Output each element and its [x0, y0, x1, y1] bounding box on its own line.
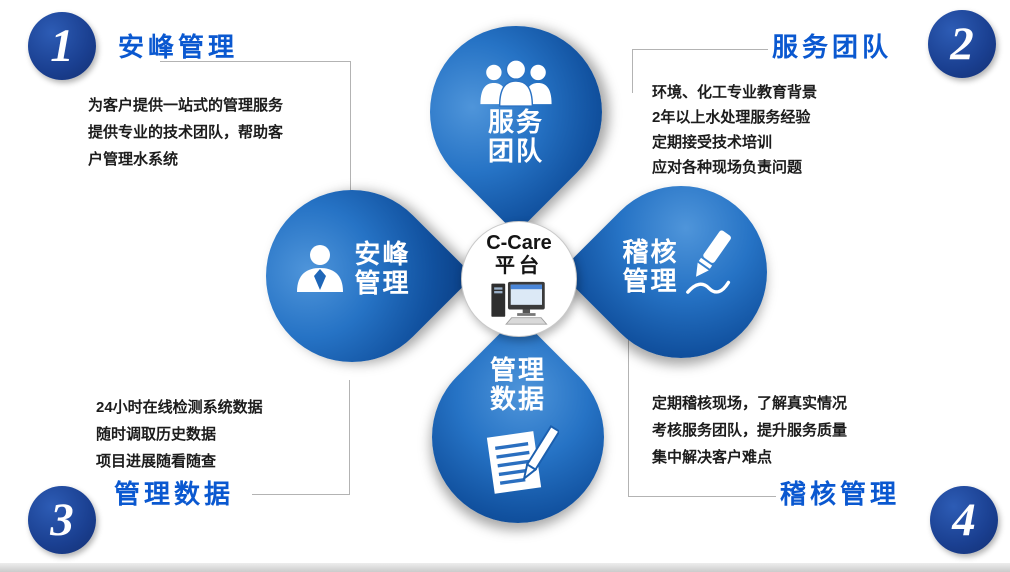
text-line: 集中解决客户难点: [652, 449, 773, 466]
petal-label-line: 管理: [489, 355, 546, 385]
description-service-team: 环境、化工专业教育背景 2年以上水处理服务经验 定期接受技术培训 应对各种现场负…: [652, 80, 817, 180]
text-line: 随时调取历史数据: [96, 426, 217, 443]
connector-line: [252, 494, 350, 495]
text-line: 考核服务团队，提升服务质量: [652, 422, 848, 439]
petal-label: 服务 团队: [487, 106, 544, 166]
petal-label: 稽核 管理: [622, 236, 679, 296]
description-audit-management: 定期稽核现场，了解真实情况 考核服务团队，提升服务质量 集中解决客户难点: [652, 390, 847, 471]
petal-content-audit-management: 稽核 管理: [595, 186, 767, 358]
connector-line: [628, 335, 629, 497]
desktop-computer-icon: [489, 280, 549, 326]
center-brand-text: C-Care: [486, 232, 552, 254]
text-line: 定期接受技术培训: [652, 134, 773, 151]
step-number: 2: [950, 18, 974, 70]
petal-label-line: 服务: [487, 106, 544, 137]
center-platform-text: 平台: [495, 255, 543, 277]
text-line: 2年以上水处理服务经验: [652, 109, 811, 126]
connector-line: [350, 61, 351, 191]
person-icon: [293, 242, 347, 296]
description-management-data: 24小时在线检测系统数据 随时调取历史数据 项目进展随看随查: [96, 394, 263, 475]
text-line: 24小时在线检测系统数据: [96, 399, 263, 416]
text-line: 应对各种现场负责问题: [652, 159, 803, 176]
step-badge-1: 1: [28, 12, 96, 80]
section-title-audit-management: 稽核管理: [780, 479, 901, 509]
petal-label-line: 稽核: [622, 236, 679, 267]
petal-label-line: 管理: [622, 266, 679, 296]
connector-line: [628, 496, 776, 497]
footer-strip: [0, 563, 1010, 572]
petal-label-line: 安峰: [354, 238, 411, 269]
section-title-management-data: 管理数据: [114, 479, 235, 509]
section-title-service-team: 服务团队: [772, 32, 893, 62]
text-line: 提供专业的技术团队，帮助客: [88, 124, 284, 141]
text-line: 户管理水系统: [88, 151, 179, 168]
description-anfeng-management: 为客户提供一站式的管理服务 提供专业的技术团队，帮助客 户管理水系统: [88, 92, 283, 173]
step-number: 3: [50, 494, 74, 546]
text-line: 项目进展随看随查: [96, 453, 217, 470]
petal-label-line: 数据: [489, 384, 546, 415]
petal-content-management-data: 管理 数据: [432, 351, 604, 523]
connector-line: [632, 49, 633, 93]
center-hub: C-Care 平台: [461, 221, 577, 337]
petal-label: 安峰 管理: [354, 238, 411, 298]
step-badge-3: 3: [28, 486, 96, 554]
pencil-icon: [682, 226, 740, 308]
petal-label-line: 管理: [354, 268, 411, 298]
text-line: 定期稽核现场，了解真实情况: [652, 395, 848, 412]
petal-label-line: 团队: [487, 136, 544, 166]
document-pen-icon: [477, 418, 559, 500]
step-number: 4: [952, 494, 976, 546]
petal-label: 管理 数据: [489, 355, 546, 415]
connector-line: [632, 49, 768, 50]
section-title-anfeng-management: 安峰管理: [118, 32, 239, 62]
step-badge-2: 2: [928, 10, 996, 78]
team-icon: [474, 58, 558, 108]
connector-line: [160, 61, 351, 62]
connector-line: [349, 380, 350, 495]
text-line: 为客户提供一站式的管理服务: [88, 97, 284, 114]
step-badge-4: 4: [930, 486, 998, 554]
text-line: 环境、化工专业教育背景: [652, 84, 818, 101]
petal-content-service-team: 服务 团队: [430, 26, 602, 198]
petal-content-anfeng-management: 安峰 管理: [266, 190, 438, 362]
step-number: 1: [50, 20, 74, 72]
